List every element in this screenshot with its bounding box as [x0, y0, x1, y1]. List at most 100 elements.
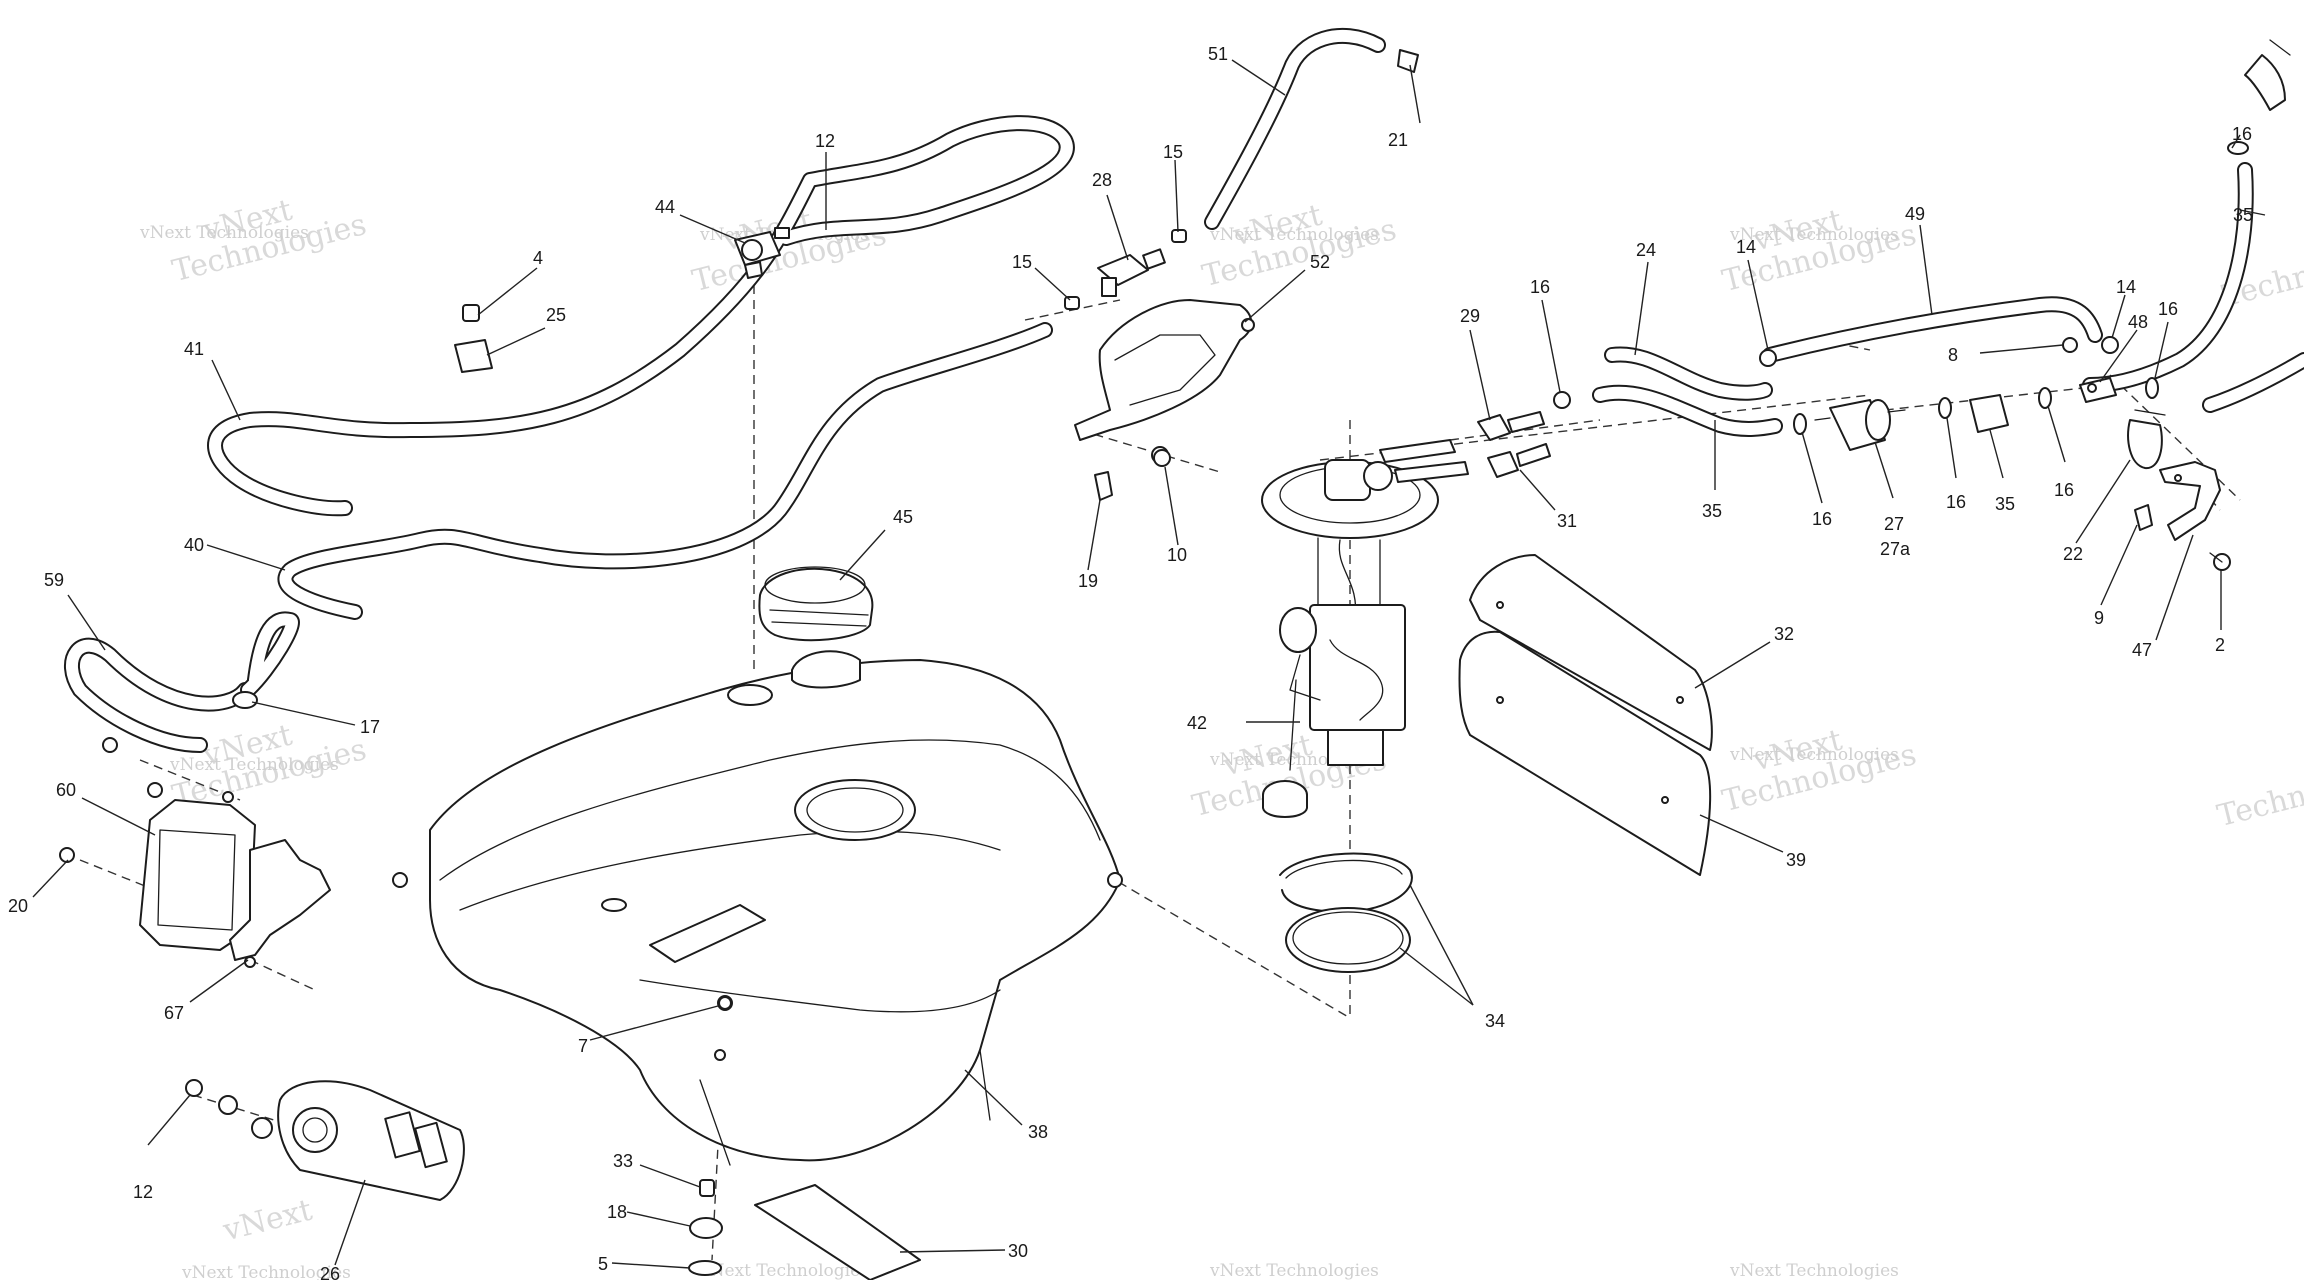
callout-38: 38	[1028, 1122, 1048, 1142]
watermark-inline: vNext Technologies	[1209, 225, 1379, 245]
callout-21: 21	[1388, 130, 1408, 150]
callout-16: 16	[2054, 480, 2074, 500]
clamps-15	[1064, 229, 1187, 310]
hose-40	[277, 322, 1053, 620]
callout-41: 41	[184, 339, 204, 359]
mount-stack	[688, 1179, 723, 1276]
callout-32: 32	[1774, 624, 1794, 644]
clip-25	[454, 339, 493, 373]
fuel-pump-module	[1261, 439, 1469, 818]
callout-16: 16	[1530, 277, 1550, 297]
lock-rings	[1279, 852, 1413, 973]
callout-40: 40	[184, 535, 204, 555]
clip-17	[232, 691, 258, 709]
callout-20: 20	[8, 896, 28, 916]
callout-17: 17	[360, 717, 380, 737]
pad-30	[754, 1184, 921, 1280]
callout-24: 24	[1636, 240, 1656, 260]
hose-49	[1762, 296, 2103, 363]
bracket-47	[2159, 461, 2221, 541]
callout-28: 28	[1092, 170, 1112, 190]
filler-neck-26	[185, 1079, 465, 1201]
quick-connector-31	[1487, 443, 1551, 478]
callout-19: 19	[1078, 571, 1098, 591]
callout-52: 52	[1310, 252, 1330, 272]
callout-14: 14	[1736, 237, 1756, 257]
clamp-21	[1397, 49, 1419, 73]
hose-51	[1204, 28, 1386, 230]
callout-33: 33	[613, 1151, 633, 1171]
callout-4: 4	[533, 248, 543, 268]
fuel-filter	[1814, 399, 1906, 451]
callout-15: 15	[1163, 142, 1183, 162]
callout-44: 44	[655, 197, 675, 217]
watermark-inline: vNext Technologies	[139, 223, 309, 243]
screw-4	[462, 304, 480, 322]
hose-24	[1604, 346, 1773, 401]
callout-30: 30	[1008, 1241, 1028, 1261]
tee-fitting-48	[2079, 377, 2117, 403]
watermark-inline: vNext Technologies	[1729, 225, 1899, 245]
watermark-brand: Technologies	[2214, 752, 2304, 834]
pins-20	[59, 737, 163, 863]
watermark-inline: vNext Technologies	[1729, 1261, 1899, 1280]
callout-59: 59	[44, 570, 64, 590]
hose-59	[63, 611, 300, 753]
callout-51: 51	[1208, 44, 1228, 64]
hose-35-left	[1592, 384, 1783, 437]
elbow-fitting-top-right	[2244, 39, 2291, 111]
callout-31: 31	[1557, 511, 1577, 531]
callout-35: 35	[2233, 205, 2253, 225]
check-valve	[1097, 248, 1166, 297]
hose-41	[207, 115, 1075, 517]
watermark-inline: vNext Technologies	[1729, 745, 1899, 765]
watermark-inline: vNext Technologies	[181, 1263, 351, 1280]
callout-25: 25	[546, 305, 566, 325]
callout-10: 10	[1167, 545, 1187, 565]
callout-26: 26	[320, 1264, 340, 1280]
callout-35: 35	[1995, 494, 2015, 514]
hose-35-right	[2082, 162, 2304, 413]
callout-16: 16	[2158, 299, 2178, 319]
callout-60: 60	[56, 780, 76, 800]
callout-16: 16	[1946, 492, 1966, 512]
callout-5: 5	[598, 1254, 608, 1274]
hose-sleeve-35	[1969, 394, 2009, 433]
callout-9: 9	[2094, 608, 2104, 628]
hose-clip-22	[2127, 409, 2166, 470]
callout-49: 49	[1905, 204, 1925, 224]
canister-60	[139, 791, 256, 951]
screw-9	[2134, 504, 2153, 531]
bracket-52	[1074, 299, 1255, 464]
vent-valve	[734, 227, 790, 279]
callout-39: 39	[1786, 850, 1806, 870]
callout-42: 42	[1187, 713, 1207, 733]
heat-shield-32	[1469, 554, 1713, 751]
callout-47: 47	[2132, 640, 2152, 660]
callout-67: 67	[164, 1003, 184, 1023]
callout-34: 34	[1485, 1011, 1505, 1031]
quick-connector-29	[1477, 411, 1545, 441]
callout-labels: 51 21 12 44 4 25 41 40 59 17 60 20 67 12…	[8, 44, 2253, 1280]
leader-lines	[32, 59, 2266, 1269]
callout-2: 2	[2215, 635, 2225, 655]
bolt-7	[718, 996, 732, 1010]
callout-45: 45	[893, 507, 913, 527]
clip-19	[1094, 471, 1113, 501]
fuel-tank	[392, 650, 1123, 1166]
callout-12: 12	[133, 1182, 153, 1202]
watermark-inline: vNext Technologies	[1209, 1261, 1379, 1280]
callout-7: 7	[578, 1036, 588, 1056]
heat-shield-39	[1458, 630, 1712, 876]
bolt-2	[2209, 552, 2231, 571]
watermark-brand: vNext	[219, 1193, 316, 1249]
watermark-inline: vNext Technologies	[169, 755, 339, 775]
callout-14: 14	[2116, 277, 2136, 297]
callout-15: 15	[1012, 252, 1032, 272]
callout-29: 29	[1460, 306, 1480, 326]
callout-12: 12	[815, 131, 835, 151]
callout-16: 16	[1812, 509, 1832, 529]
fuel-cap	[758, 566, 874, 642]
clamps-16	[1553, 141, 2249, 435]
